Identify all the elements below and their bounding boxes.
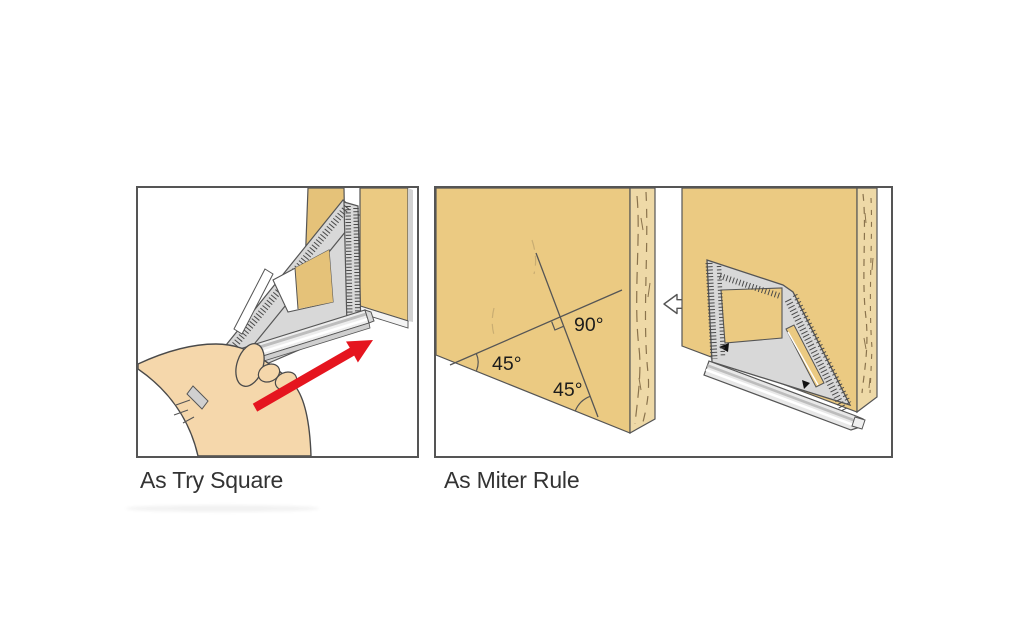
panel-miter-rule: 90° 45° 45° — [434, 186, 893, 458]
palm-and-forearm — [138, 343, 312, 456]
face-grain-faint — [491, 239, 537, 339]
slot-highlight — [787, 331, 819, 386]
angle-label-45-left: 45° — [492, 353, 522, 375]
wood-board-left — [436, 188, 656, 435]
red-slide-arrow-icon — [252, 340, 373, 412]
ruler-tip — [186, 385, 209, 410]
caption-try-square: As Try Square — [140, 467, 284, 493]
grain-flecks — [863, 212, 874, 389]
fence-end-diamond — [851, 416, 866, 430]
speed-square-miter — [703, 259, 866, 431]
angle-arc-bottom — [574, 395, 591, 412]
fingertip-1 — [257, 363, 281, 383]
ruler-ticks-hypotenuse — [784, 298, 848, 413]
angle-label-90: 90° — [574, 314, 604, 336]
grain-flecks — [638, 217, 651, 391]
layout-lines: 90° 45° 45° — [449, 252, 623, 418]
pivot-arrow-mark-2 — [802, 380, 810, 389]
ruler-ticks-leg-outer — [345, 205, 353, 328]
grain-line — [642, 191, 650, 423]
angle-arc-left — [475, 353, 479, 371]
square-cutout-wood-showing — [295, 250, 333, 309]
board-edge-through-cutout — [294, 267, 299, 310]
left-board-endgrain — [629, 188, 656, 435]
right-angle-marker — [551, 321, 564, 331]
grain-line — [861, 193, 868, 394]
ruler-ticks-leg — [705, 262, 718, 360]
angle-label-45-bottom: 45° — [553, 379, 583, 401]
ruler-ticks-leg-inner — [353, 207, 361, 329]
panel-try-square — [136, 186, 419, 458]
scan-smudge — [125, 505, 320, 512]
miter-rule-illustration: 90° 45° 45° — [436, 188, 878, 435]
fence-stripe-gray — [707, 364, 855, 422]
left-board-face — [436, 188, 631, 434]
square-slot — [233, 268, 274, 335]
try-square-illustration — [138, 188, 413, 456]
ruler-ticks-hypotenuse-outer — [792, 293, 852, 405]
hand-creases — [173, 399, 195, 424]
square-slot — [785, 324, 825, 388]
ruler-ticks-top — [719, 273, 781, 299]
hand — [138, 343, 312, 456]
square-cutout — [720, 287, 783, 344]
fence-end-cap — [364, 309, 375, 324]
board-edge-shadow — [408, 188, 413, 322]
miter-line-45 — [449, 289, 623, 366]
right-board-endgrain — [856, 188, 878, 414]
board-side-face — [359, 188, 409, 322]
cross-line-90 — [535, 252, 599, 418]
grain-line — [634, 195, 641, 425]
grain-line — [869, 197, 873, 394]
caption-miter-rule: As Miter Rule — [444, 467, 580, 493]
fence-stripe-white — [705, 368, 854, 427]
